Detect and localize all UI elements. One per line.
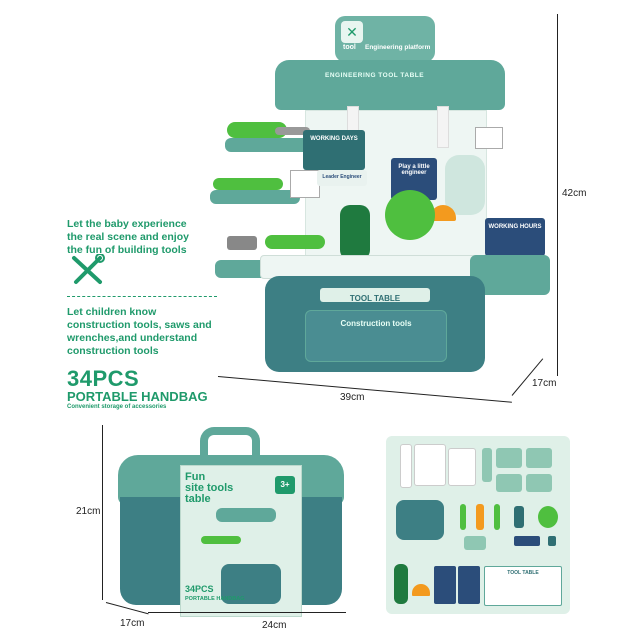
shelf-top-left bbox=[225, 138, 320, 152]
box-title-line1: Fun bbox=[185, 471, 206, 483]
carry-case: Fun site tools table 3+ 34PCS PORTABLE H… bbox=[110, 425, 350, 617]
mini-hard-hat-icon bbox=[412, 584, 430, 596]
box-title-line3: table bbox=[185, 493, 211, 505]
mini-tool-2 bbox=[476, 504, 484, 530]
drawer: Construction tools bbox=[305, 310, 447, 362]
panel-piece-green-4 bbox=[496, 474, 522, 492]
mini-table-label: TOOL TABLE bbox=[507, 570, 539, 576]
panel-piece-green-6 bbox=[464, 536, 486, 550]
width-dimension-label: 39cm bbox=[340, 392, 365, 403]
case-width-dimension-label: 24cm bbox=[262, 620, 287, 631]
hard-hat-icon bbox=[430, 205, 456, 221]
mini-card-2 bbox=[458, 566, 480, 604]
case-depth-dimension-label: 17cm bbox=[120, 618, 145, 629]
main-toy-illustration: ✕ tool Engineering platform ENGINEERING … bbox=[205, 10, 555, 380]
pcs-title: 34PCS bbox=[67, 366, 140, 391]
box-title-line2: site tools bbox=[185, 482, 234, 494]
mini-wrench-icon bbox=[514, 506, 524, 528]
panel-piece-white-2 bbox=[414, 444, 446, 486]
mini-tool-1 bbox=[460, 504, 466, 530]
working-hours-label: WORKING HOURS bbox=[488, 224, 542, 230]
age-badge: 3+ bbox=[275, 476, 295, 494]
panel-piece-green-3 bbox=[526, 448, 552, 468]
case-height-dimension-line bbox=[102, 425, 103, 600]
case-width-dimension-line bbox=[148, 612, 346, 613]
mini-fan-icon bbox=[538, 506, 558, 528]
mini-table-sticker: TOOL TABLE bbox=[484, 566, 562, 606]
panel-mini: Leader Engineer bbox=[317, 170, 367, 186]
panel-working-days: WORKING DAYS bbox=[303, 130, 365, 170]
box-handbag: PORTABLE HANDBAG bbox=[185, 596, 245, 602]
height-dimension-line bbox=[557, 14, 558, 376]
panel-piece-green-2 bbox=[496, 448, 522, 468]
height-dimension-label: 42cm bbox=[562, 188, 587, 199]
drill-tool bbox=[445, 155, 485, 215]
box-art: Fun site tools table 3+ 34PCS PORTABLE H… bbox=[180, 465, 302, 617]
width-dimension-line bbox=[217, 376, 512, 403]
depth-dimension-label: 17cm bbox=[532, 378, 557, 389]
storage-caption: Convenient storage of accessories bbox=[67, 404, 167, 410]
screwdriver-tool bbox=[265, 235, 325, 249]
pliers-tool bbox=[340, 205, 370, 260]
mini-tool-3 bbox=[494, 504, 500, 530]
tool-table-tag: TOOL TABLE bbox=[320, 288, 430, 303]
roof-label: ENGINEERING TOOL TABLE bbox=[325, 72, 425, 79]
saw-blade-icon bbox=[385, 190, 435, 240]
tool-box-small-2 bbox=[475, 127, 503, 149]
box-toy-roof bbox=[216, 508, 276, 522]
mini-saw-icon bbox=[514, 536, 540, 546]
mini-card-1 bbox=[434, 566, 456, 604]
drawer-label: Construction tools bbox=[340, 319, 412, 328]
saw-tool bbox=[213, 178, 283, 190]
divider bbox=[67, 296, 217, 297]
hammer-head-icon bbox=[227, 236, 257, 250]
feature-text-2: Let children know construction tools, sa… bbox=[67, 306, 212, 357]
age-label: 3+ bbox=[280, 480, 290, 489]
feature-text-1: Let the baby experience the real scene a… bbox=[67, 218, 189, 256]
roof: ENGINEERING TOOL TABLE bbox=[275, 60, 505, 110]
box-toy-tool bbox=[201, 536, 241, 544]
shelf-mid-left bbox=[210, 190, 300, 204]
sign-small-label: tool bbox=[343, 44, 356, 51]
panel-piece-green-5 bbox=[526, 474, 552, 492]
mini-screw-icon bbox=[548, 536, 556, 546]
accessories-panel: TOOL TABLE bbox=[386, 436, 570, 614]
wrench-screwdriver-icon: ✕ bbox=[341, 21, 363, 43]
wrench-icon bbox=[275, 127, 310, 135]
panel-piece-green-1 bbox=[482, 448, 492, 482]
base-cabinet: TOOL TABLE Construction tools bbox=[265, 276, 485, 372]
box-title: Fun site tools table bbox=[185, 472, 233, 505]
panel-working-hours: WORKING HOURS bbox=[485, 218, 545, 256]
play-engineer-label: Play a little engineer bbox=[398, 164, 430, 176]
hammer-tool bbox=[227, 122, 287, 138]
case-handle bbox=[200, 427, 260, 459]
platform-label: Engineering platform bbox=[365, 44, 431, 51]
panel-piece-white-3 bbox=[448, 448, 476, 486]
wrench-screwdriver-icon bbox=[70, 253, 106, 286]
handbag-title: PORTABLE HANDBAG bbox=[67, 389, 208, 404]
mini-card-label: Leader Engineer bbox=[322, 174, 362, 180]
box-pcs: 34PCS bbox=[185, 584, 214, 594]
box-toy-base bbox=[221, 564, 281, 604]
tool-table-label: TOOL TABLE bbox=[349, 294, 401, 303]
case-height-dimension-label: 21cm bbox=[76, 506, 101, 517]
mini-pliers-icon bbox=[394, 564, 408, 604]
panel-piece-white-1 bbox=[400, 444, 412, 488]
working-days-label: WORKING DAYS bbox=[310, 136, 358, 142]
pillar-right bbox=[437, 106, 449, 148]
top-sign: ✕ tool Engineering platform bbox=[335, 16, 435, 62]
mini-case-icon bbox=[396, 500, 444, 540]
tool-box-small-1 bbox=[290, 170, 320, 198]
